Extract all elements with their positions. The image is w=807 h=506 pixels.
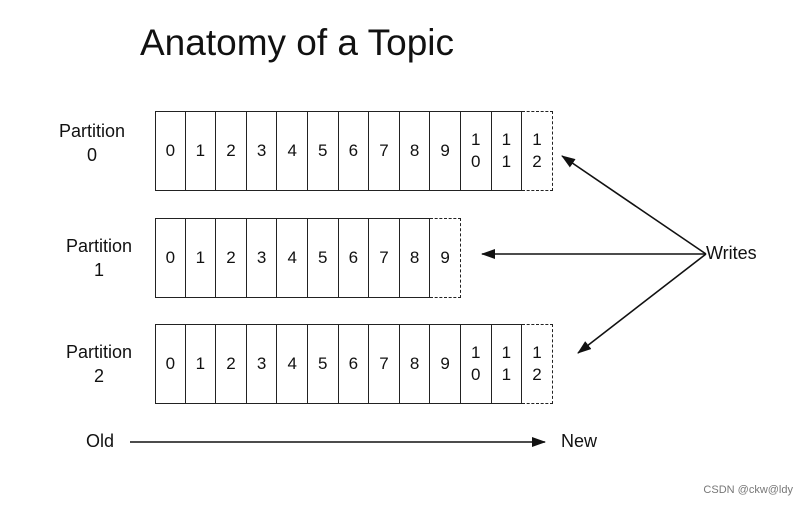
offset-digit: 2	[532, 152, 542, 171]
offset-cell: 2	[216, 111, 247, 191]
offset-cell: 0	[155, 218, 186, 298]
offset-digit: 1	[532, 130, 542, 149]
offset-digit: 0	[471, 152, 481, 171]
offset-cell: 4	[277, 218, 308, 298]
partition-2-label-line2: 2	[93, 366, 104, 386]
offset-cell: 1	[185, 324, 217, 404]
offset-digit: 1	[501, 130, 512, 149]
offset-digit: 1	[501, 152, 512, 171]
offset-cell: 5	[307, 218, 339, 298]
offset-cell: 1	[185, 218, 217, 298]
write-arrow-partition-2	[577, 253, 707, 354]
partition-1-label-line2: 1	[93, 260, 104, 280]
timeline-new-label: New	[561, 431, 598, 451]
diagram-title: Anatomy of a Topic	[140, 22, 454, 63]
offset-cell: 0	[155, 324, 186, 404]
offset-cell: 7	[369, 218, 400, 298]
offset-cell: 3	[246, 324, 278, 404]
offset-cell: 4	[277, 324, 308, 404]
timeline-old-label: Old	[86, 431, 115, 451]
offset-cell: 6	[338, 111, 370, 191]
offset-cell: 6	[338, 324, 370, 404]
offset-cell: 3	[246, 111, 278, 191]
offset-digit: 1	[471, 343, 481, 362]
offset-cell: 5	[307, 111, 339, 191]
offset-cell: 4	[277, 111, 308, 191]
offset-digit: 2	[532, 365, 542, 384]
partition-0-label: Partition 0	[42, 119, 142, 167]
offset-cell: 8	[399, 324, 431, 404]
writes-label: Writes	[706, 243, 757, 263]
offset-cell: 1	[185, 111, 217, 191]
partition-2-label: Partition 2	[49, 340, 149, 388]
next-offset-cell: 9	[430, 218, 461, 298]
offset-cell: 9	[430, 111, 461, 191]
offset-cell: 2	[216, 324, 247, 404]
offset-digit: 1	[471, 130, 481, 149]
offset-digit: 1	[501, 343, 512, 362]
offset-cell: 7	[369, 324, 400, 404]
offset-digit: 0	[471, 365, 481, 384]
partition-1-label: Partition 1	[49, 234, 149, 282]
partition-2-label-line1: Partition	[65, 342, 133, 362]
offset-cell: 5	[307, 324, 339, 404]
offset-digit: 1	[501, 365, 512, 384]
offset-cell: 7	[369, 111, 400, 191]
partition-1-label-line1: Partition	[65, 236, 133, 256]
offset-cell: 0	[155, 111, 186, 191]
offset-digit: 1	[532, 343, 542, 362]
watermark: CSDN @ckw@ldy	[703, 484, 793, 496]
offset-cell: 9	[430, 324, 461, 404]
offset-cell: 2	[216, 218, 247, 298]
partition-0-label-line2: 0	[86, 145, 97, 165]
offset-cell: 6	[338, 218, 370, 298]
partition-0-label-line1: Partition	[58, 121, 126, 141]
write-arrow-partition-0	[561, 155, 707, 255]
offset-cell: 8	[399, 111, 431, 191]
offset-cell: 3	[246, 218, 278, 298]
offset-cell: 8	[399, 218, 431, 298]
